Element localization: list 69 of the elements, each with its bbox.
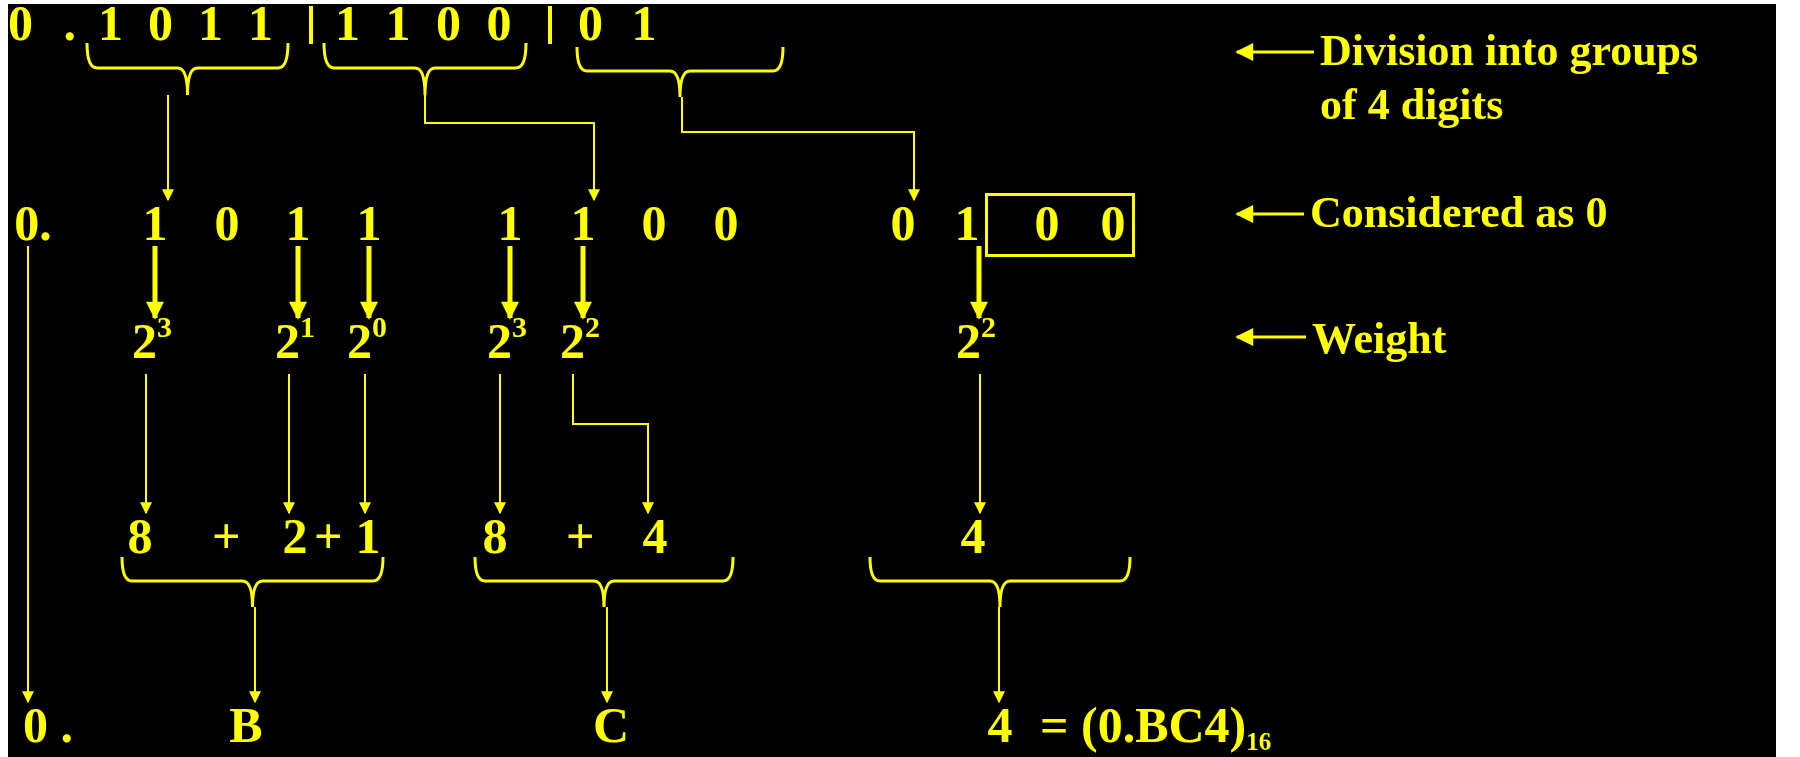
digit: 1 [568, 200, 598, 246]
arrow [22, 245, 34, 704]
curly-brace [868, 557, 1132, 607]
curly-brace [322, 43, 528, 95]
arrow [289, 246, 307, 320]
arrow [974, 373, 986, 515]
plus-sign: + [212, 513, 241, 559]
number: 8 [480, 513, 510, 559]
digit: 0 [888, 200, 918, 246]
power-of-two: 2$^{1}$ [267, 318, 323, 374]
note-text: Considered as 0 [1310, 186, 1710, 240]
power-of-two: 2$^{2}$ [552, 318, 608, 374]
curly-brace [120, 557, 385, 607]
digit: 1 [283, 200, 313, 246]
digit: 0 [212, 200, 242, 246]
arrow [1235, 328, 1306, 346]
arrow [1235, 205, 1304, 223]
curly-brace [85, 43, 290, 95]
plus-sign: + [566, 513, 595, 559]
hex-digit: 4 [985, 702, 1015, 748]
number: 1 [353, 513, 383, 559]
arrow [146, 246, 164, 320]
arrow [572, 373, 654, 515]
arrow [283, 373, 295, 515]
highlight-box [985, 193, 1135, 257]
digit: 0 [1098, 200, 1128, 246]
digit: 1 [354, 200, 384, 246]
hex-digit: B [229, 702, 263, 748]
digit-group: 0 1 [578, 0, 657, 46]
curly-brace [473, 557, 735, 607]
power-of-two: 2$^{0}$ [339, 318, 395, 374]
arrow [162, 94, 174, 202]
arrow [249, 606, 261, 704]
digit: 1 [952, 200, 982, 246]
digit: 1 [495, 200, 525, 246]
arrow [1235, 43, 1314, 61]
digit-row: 0 . [8, 0, 76, 46]
power-of-two: 2$^{3}$ [124, 318, 180, 374]
arrow [424, 94, 600, 202]
digit: 0 [1032, 200, 1062, 246]
note-text: Weight [1312, 312, 1562, 366]
plus-sign: + [314, 513, 343, 559]
digit: 0 [639, 200, 669, 246]
digit: 1 [140, 200, 170, 246]
arrow [681, 96, 920, 202]
binary-point: 0. [8, 200, 58, 246]
number: 8 [125, 513, 155, 559]
digit: 0 [711, 200, 741, 246]
arrow [360, 246, 378, 320]
digit-group: 1 1 0 0 [335, 0, 512, 46]
power-of-two: 2$^{2}$ [948, 318, 1004, 374]
arrow [970, 246, 988, 320]
arrow [140, 373, 152, 515]
arrow [601, 606, 613, 704]
power-of-two: 2$^{3}$ [479, 318, 535, 374]
result-text: = (0.BC4)$_{16}$ [1040, 702, 1272, 757]
arrow [993, 606, 1005, 704]
hex-point: 0 . [8, 702, 88, 748]
number: 2 [280, 513, 310, 559]
curly-brace [575, 47, 785, 97]
number: 4 [958, 513, 988, 559]
arrow [494, 373, 506, 515]
arrow [359, 373, 371, 515]
note-text: Division into groups of 4 digits [1320, 24, 1720, 134]
arrow [574, 246, 592, 320]
arrow [501, 246, 519, 320]
digit-group: 1 0 1 1 [98, 0, 273, 46]
number: 4 [640, 513, 670, 559]
hex-digit: C [593, 702, 627, 748]
